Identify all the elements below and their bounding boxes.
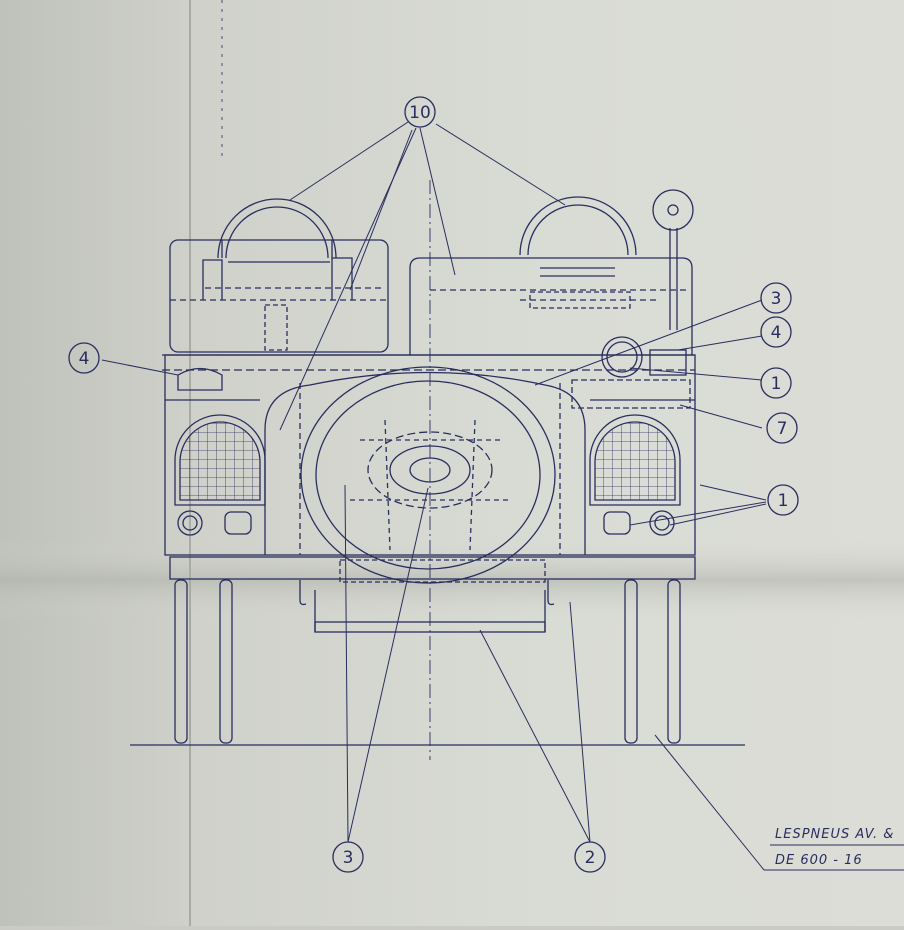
callout-2-label: 2 [585, 848, 596, 868]
gauge [601, 336, 643, 378]
spare-wheel [300, 366, 556, 584]
callout-4-right [760, 316, 792, 348]
left-reflector [177, 510, 203, 536]
right-tail-lamp [603, 511, 631, 535]
right-tow-hook [547, 580, 555, 606]
left-bottle-2 [331, 257, 353, 300]
left-hoop [217, 198, 337, 259]
left-grille [174, 414, 266, 506]
callout-1-upper-label: 1 [771, 374, 782, 394]
rear-bumper [169, 556, 696, 580]
right-tyre-outer [667, 579, 681, 744]
right-grille [589, 414, 681, 506]
tyre-note-line2: DE 600 - 16 [775, 853, 863, 868]
left-tyre-inner [219, 579, 233, 744]
callout-4-right-label: 4 [771, 323, 782, 343]
callout-3-top-label: 3 [771, 289, 782, 309]
left-bottle [202, 259, 223, 300]
rear-step [314, 621, 546, 633]
callout-4-left-label: 4 [79, 349, 90, 369]
leader-lines [101, 121, 767, 871]
callout-7-label: 7 [777, 419, 788, 439]
spare-wheel-hump [264, 371, 586, 555]
right-reflector [649, 510, 675, 536]
rear-mirror [652, 189, 694, 231]
left-seat-back [169, 239, 389, 353]
battery [649, 349, 687, 376]
vehicle-outline [130, 0, 745, 760]
left-tail-lamp [224, 511, 252, 535]
left-tow-hook [299, 580, 307, 606]
callout-1-lower-label: 1 [778, 491, 789, 511]
callout-10-label: 10 [409, 103, 431, 123]
callout-10 [404, 96, 436, 128]
callout-1-upper [760, 367, 792, 399]
left-jack [177, 367, 223, 391]
callout-1-lower [767, 484, 799, 516]
spare-wheel-hub [409, 457, 451, 483]
callout-4-left [68, 342, 100, 374]
callout-3-bottom [332, 841, 364, 873]
tyre-note-line1: LESPNEUS AV. & [775, 827, 894, 842]
tyre-note: LESPNEUS AV. & DE 600 - 16 [764, 827, 904, 871]
right-tyre-inner [624, 579, 638, 744]
callout-2 [574, 841, 606, 873]
right-hoop [519, 196, 637, 256]
horizontal-fold-shadow [0, 540, 904, 620]
callout-3-top [760, 282, 792, 314]
left-tyre-outer [174, 579, 188, 744]
rear-body-panel [164, 354, 696, 556]
callout-3-bottom-label: 3 [343, 848, 354, 868]
callout-7 [766, 412, 798, 444]
right-seat-back [409, 257, 693, 355]
